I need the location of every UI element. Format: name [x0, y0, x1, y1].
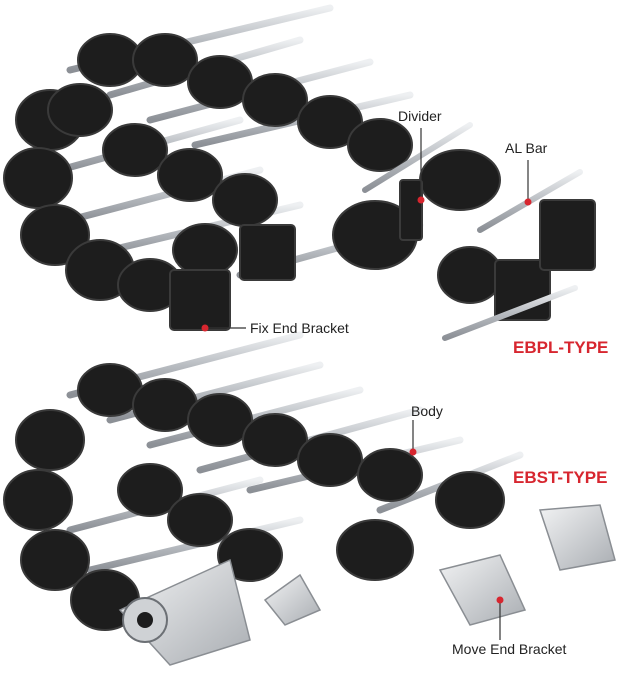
- ebpl-chain-links: [3, 33, 413, 312]
- label-divider: Divider: [398, 108, 442, 124]
- ebpl-chain-assembly: [3, 4, 596, 341]
- label-move-end-bracket: Move End Bracket: [452, 641, 567, 657]
- label-fix-end-bracket: Fix End Bracket: [250, 320, 349, 336]
- title-ebpl-type: EBPL-TYPE: [513, 338, 609, 357]
- label-al-bar: AL Bar: [505, 140, 548, 156]
- leader-lines: [205, 128, 529, 640]
- ebst-chain-assembly: [3, 331, 616, 666]
- ebst-chain-links: [3, 363, 505, 631]
- leader-dots: [201, 196, 532, 604]
- ebpl-fix-end-bracket: [169, 224, 296, 331]
- label-body: Body: [411, 403, 443, 419]
- title-ebst-type: EBST-TYPE: [513, 468, 608, 487]
